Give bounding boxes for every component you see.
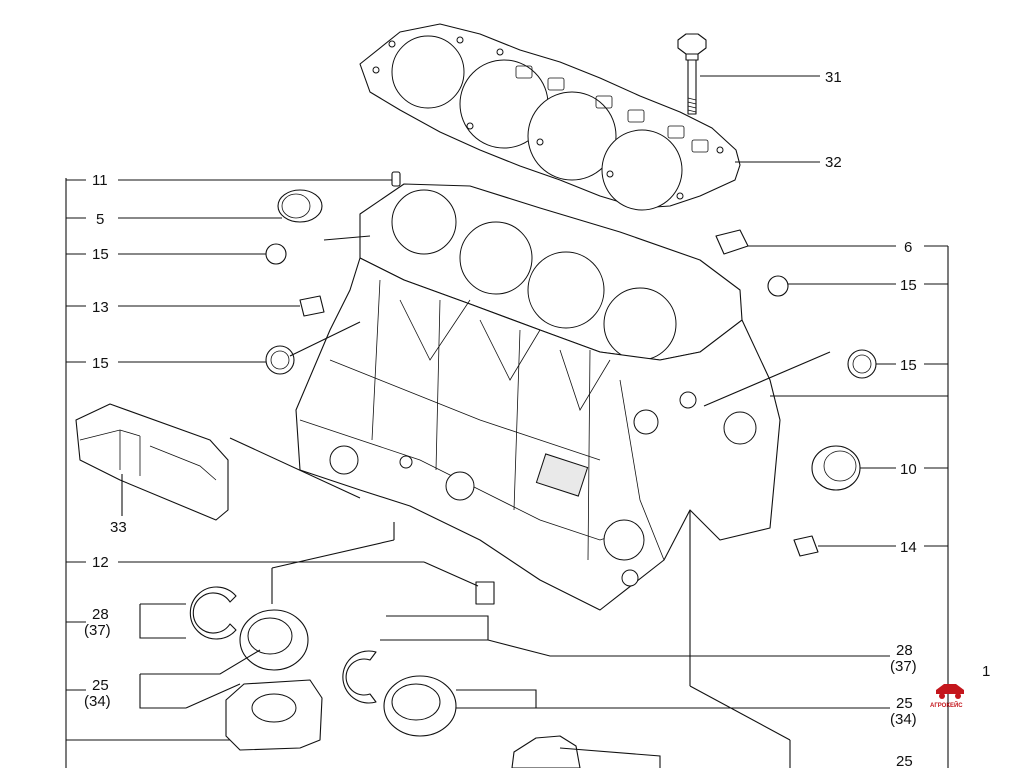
callout-11: 11 bbox=[92, 172, 108, 189]
callout-25: 25 bbox=[92, 677, 109, 694]
expansion-plug-small bbox=[265, 243, 287, 265]
callout-28-right: 28 bbox=[896, 642, 913, 659]
callout-15-d: 15 bbox=[900, 357, 917, 374]
cylinder-block bbox=[295, 183, 781, 611]
threaded-plug-right bbox=[715, 229, 749, 255]
thrust-washer-right bbox=[342, 650, 377, 704]
callout-31: 31 bbox=[825, 69, 842, 86]
expansion-plug-large bbox=[277, 189, 323, 223]
threaded-plug bbox=[299, 295, 325, 317]
thrust-washer-left bbox=[189, 586, 237, 640]
oil-seal-right bbox=[847, 349, 877, 379]
main-bearing-right bbox=[511, 735, 581, 768]
drain-plug bbox=[793, 535, 819, 557]
dowel-pin bbox=[391, 171, 401, 187]
camshaft-bushing bbox=[811, 445, 861, 491]
head-gasket bbox=[359, 23, 741, 211]
callout-28-paren: (37) bbox=[84, 622, 111, 639]
callout-25-paren: (34) bbox=[84, 693, 111, 710]
callout-1: 1 bbox=[982, 663, 990, 680]
callout-25-right: 25 bbox=[896, 695, 913, 712]
callout-15-c: 15 bbox=[900, 277, 917, 294]
callout-12: 12 bbox=[92, 554, 109, 571]
callout-labels: 31 32 11 5 15 13 15 33 12 28 (37) 25 (34… bbox=[84, 69, 990, 768]
callout-15-b: 15 bbox=[92, 355, 109, 372]
oil-seal-left bbox=[265, 345, 295, 375]
main-bearing-cap-left bbox=[225, 679, 323, 751]
logo-text: АГРОКЕЙС bbox=[930, 701, 963, 709]
agrokeys-logo: АГРОКЕЙС bbox=[930, 684, 964, 709]
callout-14: 14 bbox=[900, 539, 917, 556]
callout-10: 10 bbox=[900, 461, 917, 478]
callout-6: 6 bbox=[904, 239, 912, 256]
head-bolt bbox=[677, 33, 707, 115]
callout-33: 33 bbox=[110, 519, 127, 536]
callout-15-a: 15 bbox=[92, 246, 109, 263]
leader-lines bbox=[65, 75, 949, 768]
callout-5: 5 bbox=[96, 211, 104, 228]
callout-25-right-2: 25 bbox=[896, 753, 913, 768]
callout-13: 13 bbox=[92, 299, 109, 316]
main-bearing-upper-left bbox=[239, 609, 309, 671]
callout-28-right-paren: (37) bbox=[890, 658, 917, 675]
oil-baffle bbox=[75, 403, 229, 521]
callout-25-right-paren: (34) bbox=[890, 711, 917, 728]
expansion-plug-right bbox=[767, 275, 789, 297]
callout-28: 28 bbox=[92, 606, 109, 623]
callout-32: 32 bbox=[825, 154, 842, 171]
main-bearing-center bbox=[383, 675, 457, 737]
